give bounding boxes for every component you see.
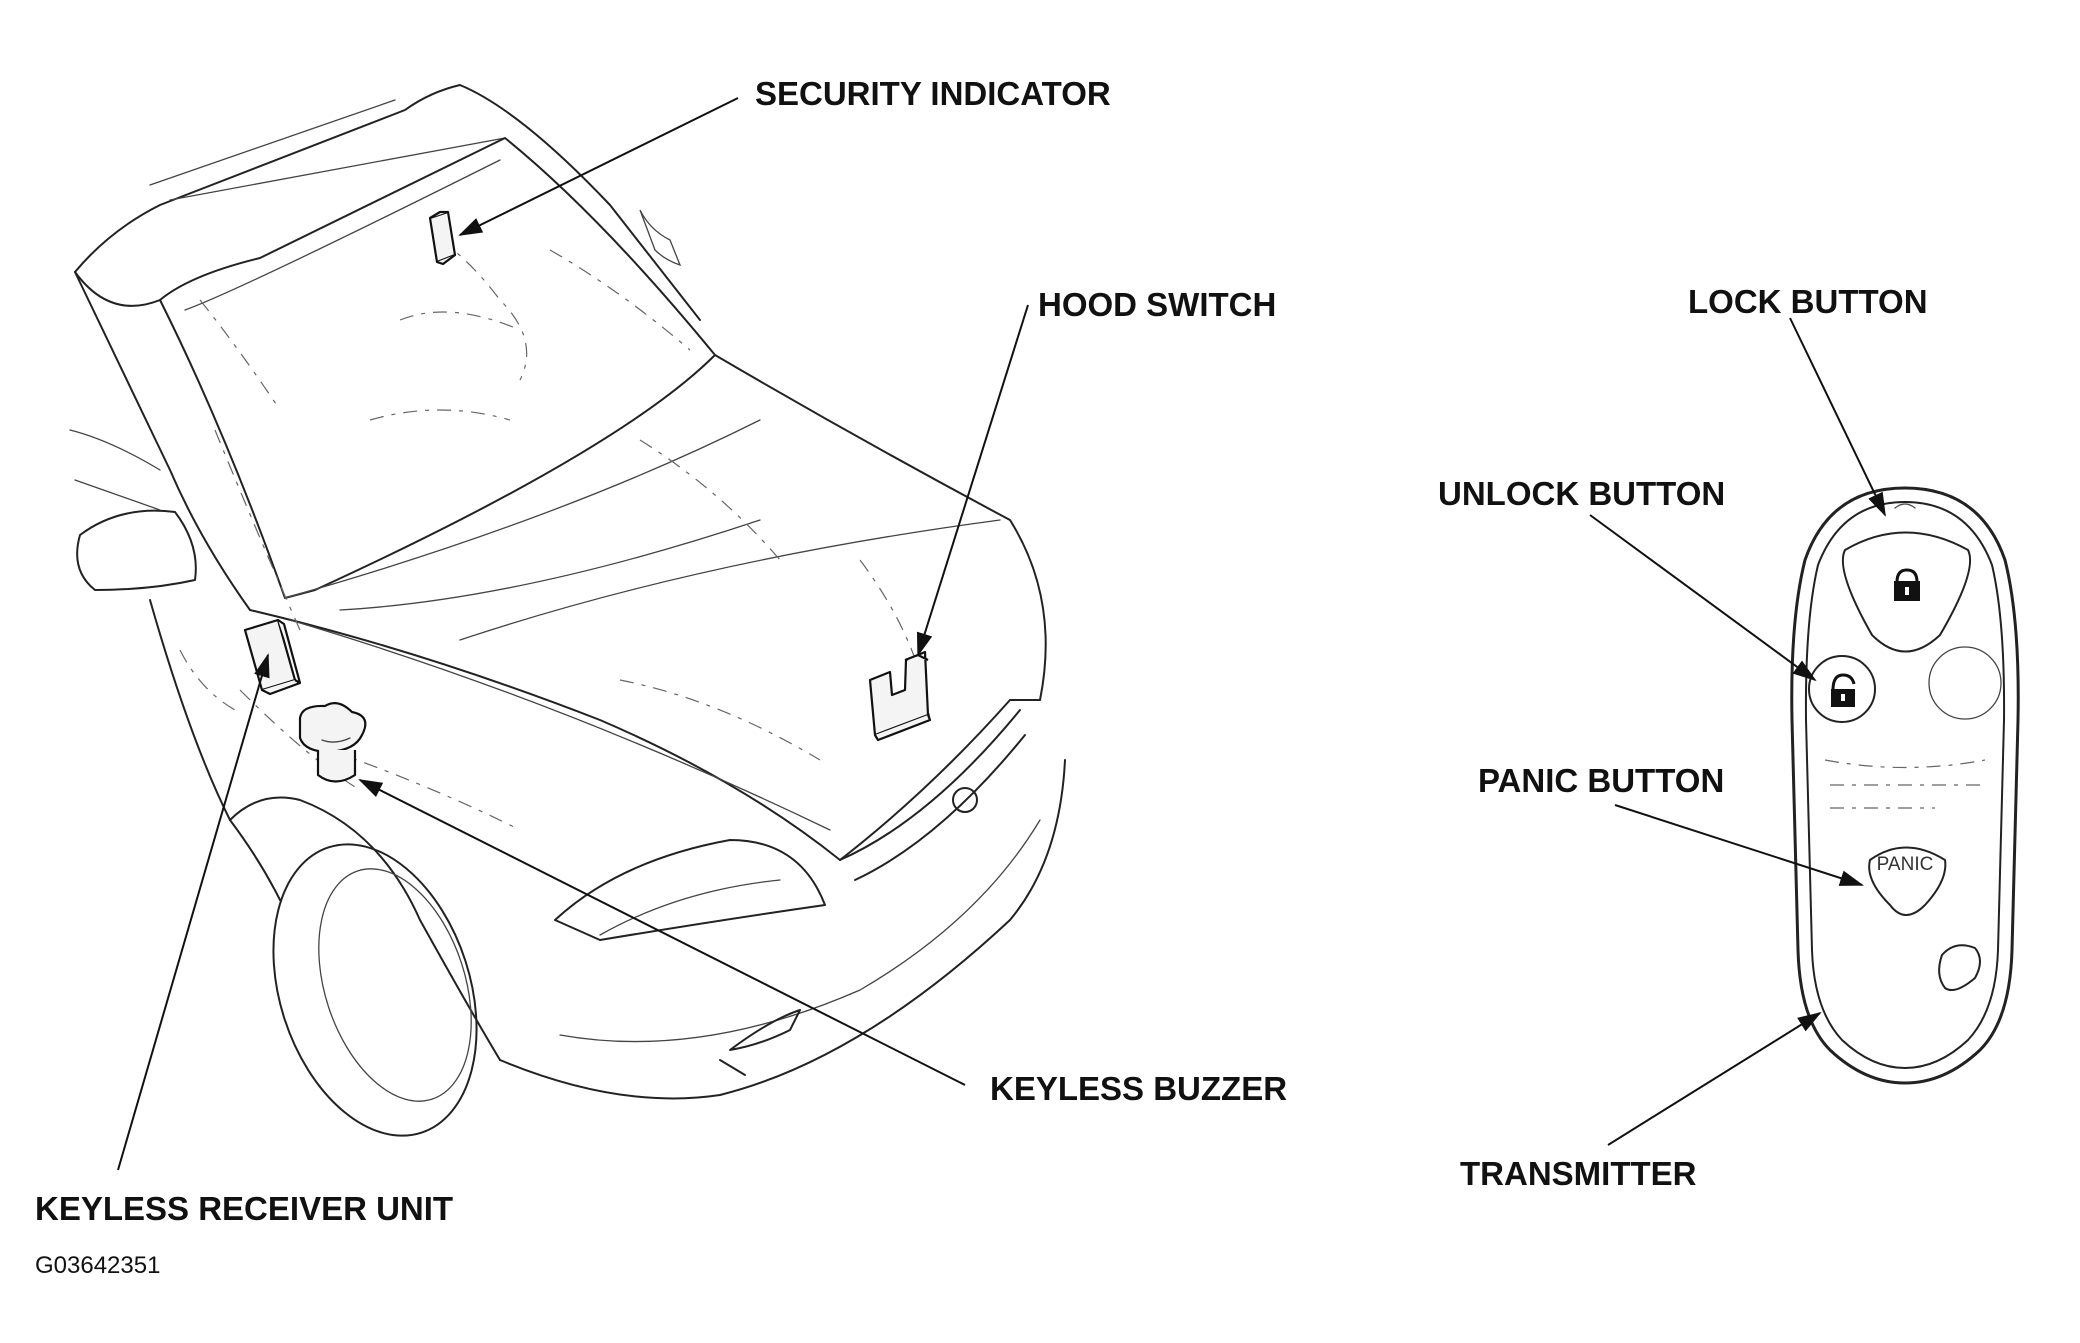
transmitter-label: TRANSMITTER [1460,1155,1697,1192]
lock-button-leader [1789,317,1886,517]
hood-switch-label: HOOD SWITCH [1038,286,1276,323]
keyless-buzzer-label: KEYLESS BUZZER [990,1070,1287,1107]
keyless-receiver-unit-label: KEYLESS RECEIVER UNIT [35,1190,453,1227]
panic-button-leader [1614,804,1864,886]
panic-button-text: PANIC [1877,854,1934,875]
figure-id: G03642351 [35,1252,160,1279]
hood-switch-part [868,650,932,742]
lock-button [1841,531,1972,653]
keyless-receiver-unit-part [243,618,302,696]
vehicle-illustration [69,84,1066,1137]
panic-button-label: PANIC BUTTON [1478,762,1724,799]
security-indicator-part [428,210,457,266]
security-indicator-leader [458,97,739,236]
unlock-button-label: UNLOCK BUTTON [1438,475,1725,512]
transmitter-leader [1607,1011,1822,1146]
security-indicator-label: SECURITY INDICATOR [755,75,1111,112]
padlock-closed-icon [1894,568,1920,601]
keyless-buzzer-part [298,701,367,783]
unlock-button [1808,655,1876,723]
lock-button-label: LOCK BUTTON [1688,283,1928,320]
unlock-button-leader [1589,514,1817,682]
keyless-buzzer-leader [358,779,966,1086]
hood-switch-leader [916,304,1029,657]
transmitter-key-fob: PANIC [1790,486,2020,1085]
keyless-receiver-unit-leader [117,653,270,1171]
panic-button [1868,846,1947,916]
padlock-open-icon [1831,673,1856,707]
